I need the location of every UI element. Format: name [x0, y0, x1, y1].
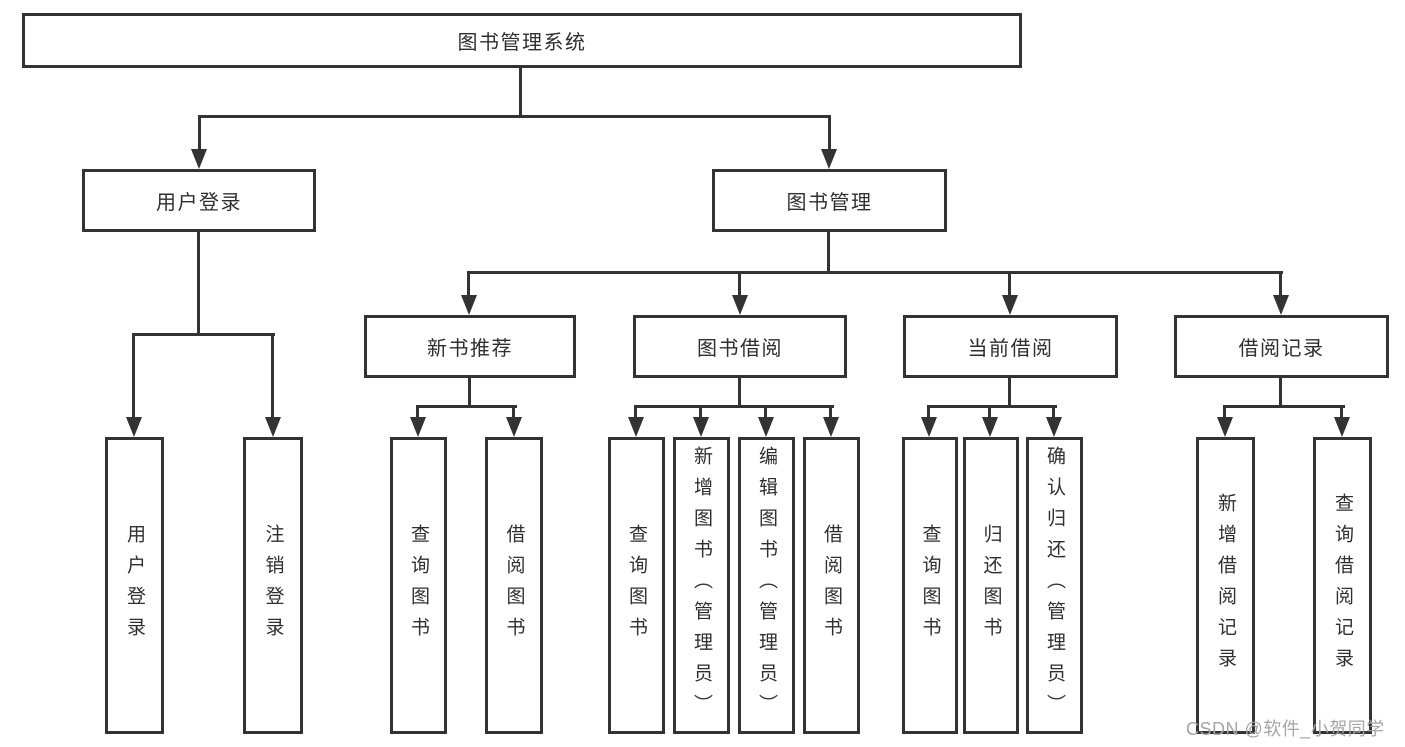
- connector-line: [1340, 405, 1343, 420]
- leaf-logout: 注销登录: [243, 437, 303, 734]
- connector-line: [1008, 377, 1011, 408]
- node-label: 图书管理: [786, 192, 873, 214]
- node-label: 编辑图书（管理员）: [756, 446, 777, 725]
- connector-line: [467, 271, 470, 298]
- connector-line: [634, 405, 834, 408]
- connector-arrowhead: [821, 149, 837, 169]
- node-borrowing-records: 借阅记录: [1174, 315, 1389, 378]
- connector-arrowhead: [1002, 295, 1018, 315]
- watermark: CSDN @软件_小贺同学: [1186, 719, 1385, 739]
- node-book-management: 图书管理: [712, 169, 947, 232]
- node-label: 查询图书: [626, 523, 647, 648]
- connector-arrowhead: [1334, 417, 1350, 437]
- leaf-borrowing-add-books-admin: 新增图书（管理员）: [673, 437, 730, 734]
- node-label: 查询图书: [919, 523, 941, 648]
- connector-line: [512, 405, 515, 420]
- connector-line: [927, 405, 1057, 408]
- node-label: 新书推荐: [427, 338, 513, 360]
- leaf-newbook-borrow-books: 借阅图书: [485, 437, 543, 734]
- connector-arrowhead: [921, 417, 937, 437]
- connector-arrowhead: [823, 417, 839, 437]
- leaf-user-login: 用户登录: [105, 437, 164, 734]
- connector-line: [416, 405, 419, 420]
- node-label: 归还图书: [980, 523, 1002, 648]
- connector-line: [927, 405, 930, 420]
- connector-line: [1052, 405, 1055, 420]
- connector-line: [198, 115, 201, 152]
- connector-arrowhead: [461, 295, 477, 315]
- connector-line: [197, 230, 200, 336]
- node-label: 查询借阅记录: [1332, 492, 1353, 679]
- node-root: 图书管理系统: [22, 13, 1022, 68]
- node-label: 新增图书（管理员）: [691, 446, 712, 725]
- connector-arrowhead: [1273, 295, 1289, 315]
- connector-line: [738, 271, 741, 298]
- node-label: 查询图书: [408, 523, 429, 648]
- connector-line: [829, 405, 832, 420]
- leaf-current-query-books: 查询图书: [902, 437, 958, 734]
- leaf-borrowing-query-books: 查询图书: [608, 437, 665, 734]
- node-label: 借阅图书: [503, 523, 525, 648]
- node-label: 图书管理系统: [457, 32, 587, 54]
- node-label: 图书借阅: [697, 338, 783, 360]
- leaf-records-query-record: 查询借阅记录: [1313, 437, 1372, 734]
- leaf-newbook-query-books: 查询图书: [390, 437, 447, 734]
- leaf-records-add-record: 新增借阅记录: [1196, 437, 1255, 734]
- connector-line: [1223, 405, 1345, 408]
- node-label: 新增借阅记录: [1215, 492, 1236, 679]
- connector-arrowhead: [693, 417, 709, 437]
- node-label: 借阅图书: [821, 523, 842, 648]
- connector-arrowhead: [506, 417, 522, 437]
- leaf-borrowing-edit-books-admin: 编辑图书（管理员）: [738, 437, 795, 734]
- connector-arrowhead: [982, 417, 998, 437]
- connector-line: [634, 405, 637, 420]
- connector-line: [738, 377, 741, 408]
- connector-line: [1279, 271, 1282, 298]
- node-user-login: 用户登录: [82, 169, 316, 232]
- connector-line: [519, 67, 522, 118]
- node-label: 用户登录: [156, 192, 242, 214]
- connector-line: [1223, 405, 1226, 420]
- node-label: 确认归还（管理员）: [1044, 446, 1065, 725]
- connector-arrowhead: [410, 417, 426, 437]
- connector-line: [764, 405, 767, 420]
- connector-line: [132, 333, 135, 421]
- connector-line: [467, 271, 1283, 274]
- node-label: 借阅记录: [1238, 338, 1325, 360]
- connector-line: [828, 115, 831, 152]
- connector-line: [468, 377, 471, 408]
- connector-line: [271, 333, 274, 421]
- connector-arrowhead: [732, 295, 748, 315]
- connector-arrowhead: [758, 417, 774, 437]
- connector-arrowhead: [1046, 417, 1062, 437]
- connector-arrowhead: [126, 417, 142, 437]
- leaf-borrowing-borrow-books: 借阅图书: [803, 437, 860, 734]
- connector-arrowhead: [628, 417, 644, 437]
- leaf-current-confirm-return-admin: 确认归还（管理员）: [1026, 437, 1083, 734]
- connector-line: [1279, 377, 1282, 408]
- connector-line: [198, 115, 831, 118]
- connector-arrowhead: [265, 417, 281, 437]
- node-new-book-recommend: 新书推荐: [364, 315, 576, 378]
- node-label: 用户登录: [124, 523, 145, 648]
- connector-line: [827, 230, 830, 274]
- connector-line: [132, 333, 275, 336]
- node-label: 注销登录: [262, 523, 284, 648]
- connector-arrowhead: [191, 149, 207, 169]
- node-current-borrowing: 当前借阅: [903, 315, 1118, 378]
- node-book-borrowing: 图书借阅: [633, 315, 847, 378]
- leaf-current-return-books: 归还图书: [963, 437, 1019, 734]
- connector-line: [988, 405, 991, 420]
- connector-line: [699, 405, 702, 420]
- node-label: 当前借阅: [967, 338, 1054, 360]
- connector-line: [416, 405, 517, 408]
- connector-arrowhead: [1217, 417, 1233, 437]
- connector-line: [1008, 271, 1011, 298]
